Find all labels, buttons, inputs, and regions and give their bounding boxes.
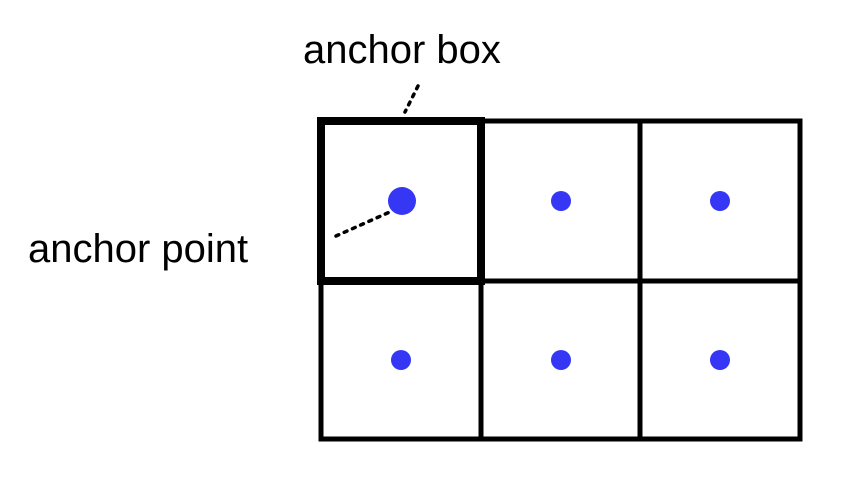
anchor-point-leader <box>334 209 394 238</box>
anchor-point <box>710 191 730 211</box>
anchor-point-label: anchor point <box>28 227 248 271</box>
anchor-points <box>388 187 730 370</box>
anchor-point <box>551 350 571 370</box>
anchor-point <box>391 350 411 370</box>
anchor-point <box>551 191 571 211</box>
anchor-box <box>317 117 485 285</box>
anchor-point <box>710 350 730 370</box>
anchor-box-leader <box>403 84 420 114</box>
anchor-box-label: anchor box <box>303 28 501 72</box>
anchor-point-large <box>388 187 416 215</box>
